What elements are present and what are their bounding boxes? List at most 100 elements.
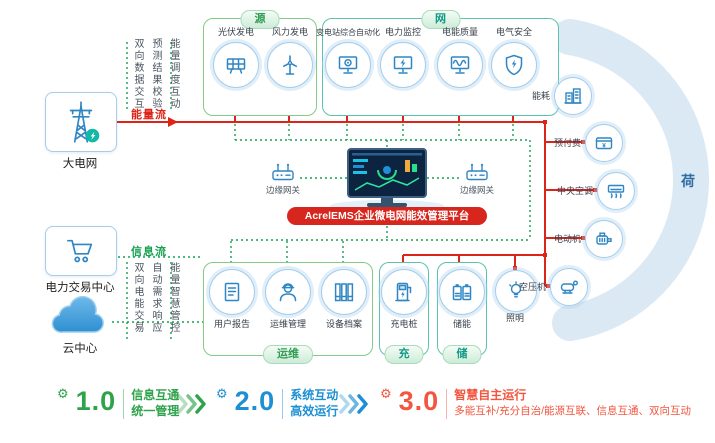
cloud-center-label: 云中心 [62,343,98,355]
storage-unit: 储能 [434,269,490,330]
energy-note-3: 能量调度互动 [168,38,179,110]
trading-center-label: 电力交易中心 [45,282,115,294]
air-conditioner-icon [607,184,625,199]
stage-3-divider [446,389,448,419]
power-quality-node [437,42,483,88]
edge-gateway-right-label: 边缘网关 [460,185,495,195]
power-monitor-icon [393,56,413,74]
power-monitor-label: 电力监控 [384,27,421,37]
stage-1-gear-icon: ⚙ [57,386,69,401]
electrical-safety-icon [505,54,523,76]
om-box: 运维 用户报告 [203,262,373,364]
om-management-node [265,269,311,315]
storage-box: 储 储能 [434,262,490,364]
stage-2-gear-icon: ⚙ [216,386,228,401]
pv-unit: 光伏发电 [208,27,264,88]
stage-2-line1: 系统互动 [290,388,339,402]
info-note-1: 双向电能交易 [132,262,143,334]
stage-3-line2: 多能互补/充分自治/能源互联、信息互通、双向互动 [454,405,692,417]
power-monitor-unit: 电力监控 [375,27,431,88]
power-grid-box [45,92,117,152]
storage-label: 储能 [452,319,471,329]
shopping-cart-icon [67,239,93,263]
substation-label: 变电站综合自动化 [316,28,380,37]
user-report-icon [224,282,240,302]
wind-label: 风力发电 [271,27,308,37]
prepaid-label: 预付费 [553,138,581,148]
wind-unit: 风力发电 [262,27,318,88]
electrical-safety-node [491,42,537,88]
stage-3-version: 3.0 [398,386,440,416]
edge-gateway-icon [466,163,488,181]
user-report-label: 用户报告 [213,319,250,329]
lighting-node [495,270,537,312]
electrical-safety-label: 电气安全 [495,27,532,37]
stage-1: ⚙ 1.0 信息互通 统一管理 [57,386,179,419]
user-report-node [209,269,255,315]
edge-gateway-right: 边缘网关 [460,162,494,196]
power-quality-icon [450,56,470,74]
central-ac-node [597,172,635,210]
stage-2-divider [282,389,284,419]
stage-3-gear-icon: ⚙ [380,386,392,401]
edge-gateway-left-label: 边缘网关 [266,185,301,195]
charge-box: 充 充电桩 [376,262,432,364]
air-compressor-label: 空压机 [518,282,546,292]
stage-1-version: 1.0 [75,386,117,416]
stage-3: ⚙ 3.0 智慧自主运行 多能互补/充分自治/能源互联、信息互通、双向互动 [380,386,691,419]
platform-title-pill: AcrelEMS企业微电网能效管理平台 [287,207,487,225]
power-monitor-node [380,42,426,88]
info-flow-notes: 双向电能交易 自动需求响应 能量智慧管控 [131,262,180,334]
charging-pile-unit: 充电桩 [376,269,432,330]
stage-2-version: 2.0 [234,386,276,416]
stage-2-line2: 高效运行 [290,404,339,418]
substation-automation-icon [338,56,358,74]
load-arc-label: 荷 [681,173,695,189]
transmission-tower-icon [69,101,100,143]
wind-node [267,42,313,88]
stage-1-text: 信息互通 统一管理 [131,386,179,419]
network-box-tab: 网 [421,10,460,29]
electric-motor-icon [596,232,612,245]
prepaid-card-icon: ¥ [595,137,613,149]
storage-box-tab: 储 [442,345,482,364]
monitor-base [367,203,407,207]
stage-3-text: 智慧自主运行 多能互补/充分自治/能源互联、信息互通、双向互动 [454,386,691,419]
info-note-3: 能量智慧管控 [168,262,179,334]
source-box: 源 光伏发电 风力发电 [203,10,318,116]
air-compressor-node [550,268,588,306]
charging-pile-icon [395,282,412,302]
svg-text:¥: ¥ [602,142,606,149]
power-quality-unit: 电能质量 [432,27,488,88]
cloud-icon [51,296,104,333]
pv-label: 光伏发电 [217,27,254,37]
om-management-unit: 运维管理 [260,269,316,330]
info-lines [112,42,531,340]
stage-1-divider [123,389,125,419]
stage-2-text: 系统互动 高效运行 [290,386,338,419]
charging-pile-label: 充电桩 [390,319,418,329]
network-box: 网 变电站综合自动化 电力监控 [316,10,559,116]
light-bulb-icon [509,281,523,298]
building-icon [564,88,582,104]
platform-monitor [347,148,427,198]
air-compressor-icon [560,280,578,294]
equipment-archive-icon [334,283,354,302]
motor-node [585,220,623,258]
dashboard-screen-icon [352,153,422,191]
stage-3-line1: 智慧自主运行 [454,388,527,402]
storage-node [439,269,485,315]
charge-box-tab: 充 [384,345,424,364]
energy-consumption-label: 能耗 [531,91,550,101]
substation-unit: 变电站综合自动化 [316,27,380,88]
om-worker-icon [279,283,297,302]
user-report-unit: 用户报告 [204,269,260,330]
load-arc-band [552,19,709,341]
equipment-archive-unit: 设备档案 [316,269,372,330]
power-grid-label: 大电网 [62,158,98,170]
om-management-label: 运维管理 [269,319,306,329]
edge-gateway-left: 边缘网关 [266,162,300,196]
energy-note-2: 预测结果校验 [150,38,161,110]
chevron-blue-icon [339,394,368,414]
